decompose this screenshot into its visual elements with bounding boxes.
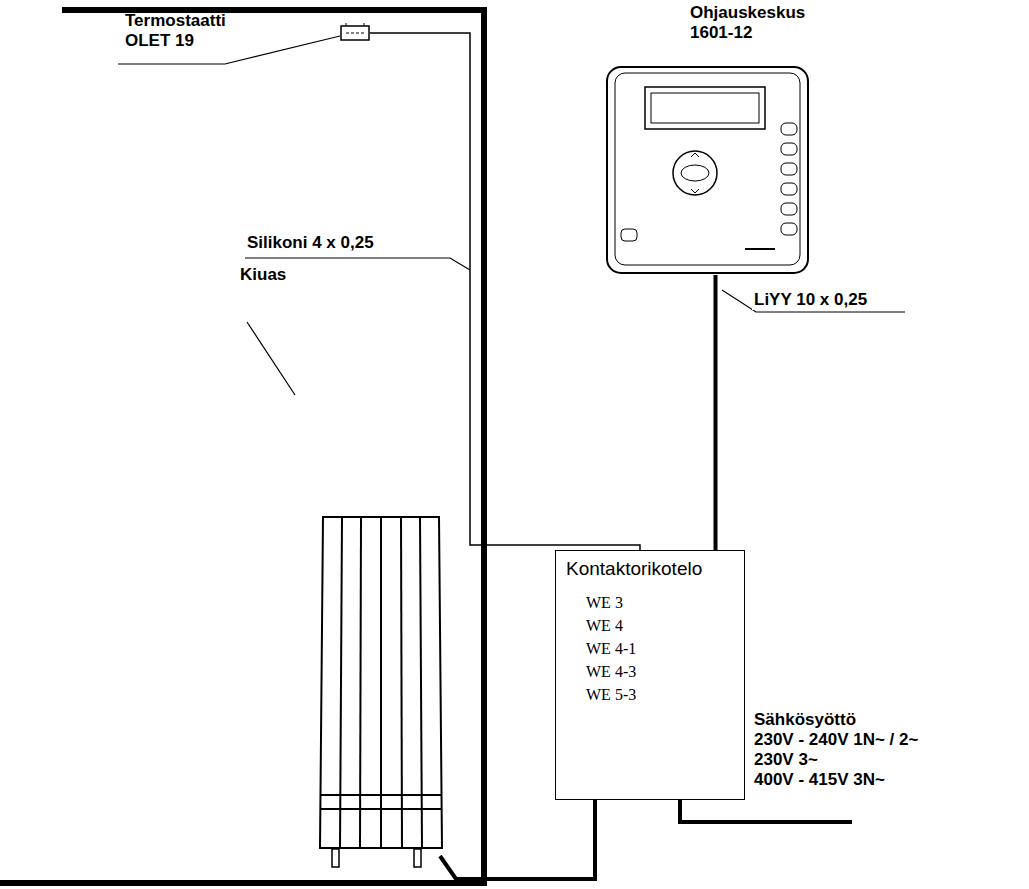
control-unit-drawing: [605, 65, 810, 275]
supply-voltage: 230V 3~: [752, 750, 820, 770]
control-unit: Ohjauskeskus 1601-12: [605, 65, 810, 275]
sauna-wall: [0, 7, 487, 886]
contactor-enclosure: Kontaktorikotelo WE 3WE 4WE 4-1WE 4-3WE 5…: [555, 550, 745, 800]
cable: [714, 275, 718, 550]
sauna-heater: Kiuas: [318, 515, 444, 870]
leader-lines: [118, 36, 905, 395]
supply-heading: Sähkösyöttö: [752, 710, 858, 730]
enclosure-title: Kontaktorikotelo: [566, 557, 734, 581]
component-label: Termostaatti OLET 19: [125, 11, 240, 51]
sauna-heater-drawing: [318, 515, 444, 870]
model-number: WE 4-1: [566, 637, 734, 660]
supply-voltage: 400V - 415V 3N~: [752, 770, 887, 790]
model-number: WE 3: [566, 591, 734, 614]
cable-label: LiYY 10 x 0,25: [752, 290, 869, 310]
thermostat-sensor: Termostaatti OLET 19: [340, 25, 370, 41]
model-number: WE 4-3: [566, 660, 734, 683]
component-label: Kiuas: [240, 265, 310, 285]
supply-voltage: 230V - 240V 1N~ / 2~: [752, 730, 920, 750]
thermostat-sensor-drawing: [340, 25, 370, 41]
model-number: WE 5-3: [566, 683, 734, 706]
cable-label: Silikoni 4 x 0,25: [245, 233, 376, 253]
model-number: WE 4: [566, 614, 734, 637]
cable: [370, 33, 640, 550]
component-label: Ohjauskeskus 1601-12: [690, 3, 815, 43]
power-supply-cable: [680, 800, 852, 822]
cable: [440, 800, 595, 879]
